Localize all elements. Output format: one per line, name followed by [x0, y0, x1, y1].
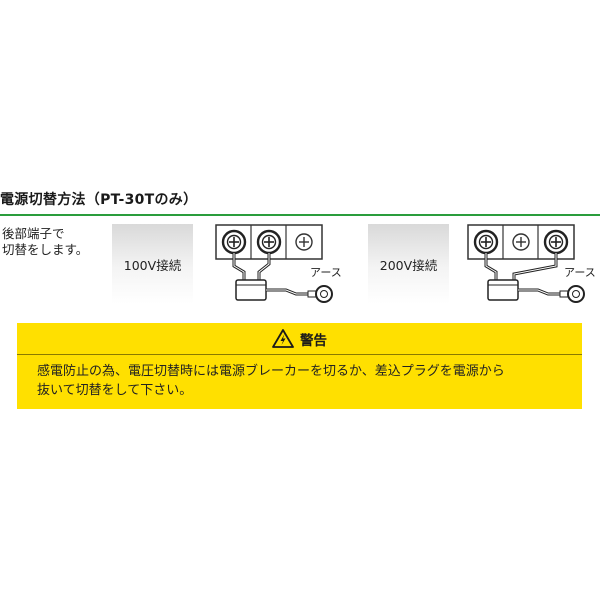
warning-body: 感電防止の為、電圧切替時には電源ブレーカーを切るか、差込プラグを電源から 抜いて…: [37, 362, 577, 400]
wiring-diagram-200v: アース: [467, 224, 596, 303]
section-title: 電源切替方法（PT-30Tのみ）: [0, 192, 198, 208]
warning-title: 警告: [300, 332, 327, 349]
mode-100v-label-box: 100V接続: [112, 224, 193, 304]
warning-box: 警告 感電防止の為、電圧切替時には電源ブレーカーを切るか、差込プラグを電源から …: [17, 323, 582, 409]
note-line-2: 切替をします。: [2, 242, 89, 257]
note-line-1: 後部端子で: [2, 226, 65, 241]
warning-line-2: 抜いて切替をして下さい。: [37, 383, 193, 398]
warning-icon: [272, 329, 294, 348]
warning-header: 警告: [17, 323, 582, 355]
mode-200v-label: 200V接続: [379, 257, 438, 273]
device-box: [235, 279, 267, 301]
mode-200v-label-box: 200V接続: [368, 224, 449, 304]
wiring-diagram-100v: アース: [215, 224, 342, 303]
warning-line-1: 感電防止の為、電圧切替時には電源ブレーカーを切るか、差込プラグを電源から: [37, 364, 505, 379]
instruction-note: 後部端子で 切替をします。: [2, 226, 88, 258]
title-rule: [0, 214, 600, 216]
earth-label: アース: [564, 266, 596, 279]
earth-label: アース: [310, 266, 342, 279]
mode-100v-label: 100V接続: [123, 257, 182, 273]
device-box: [487, 279, 519, 301]
